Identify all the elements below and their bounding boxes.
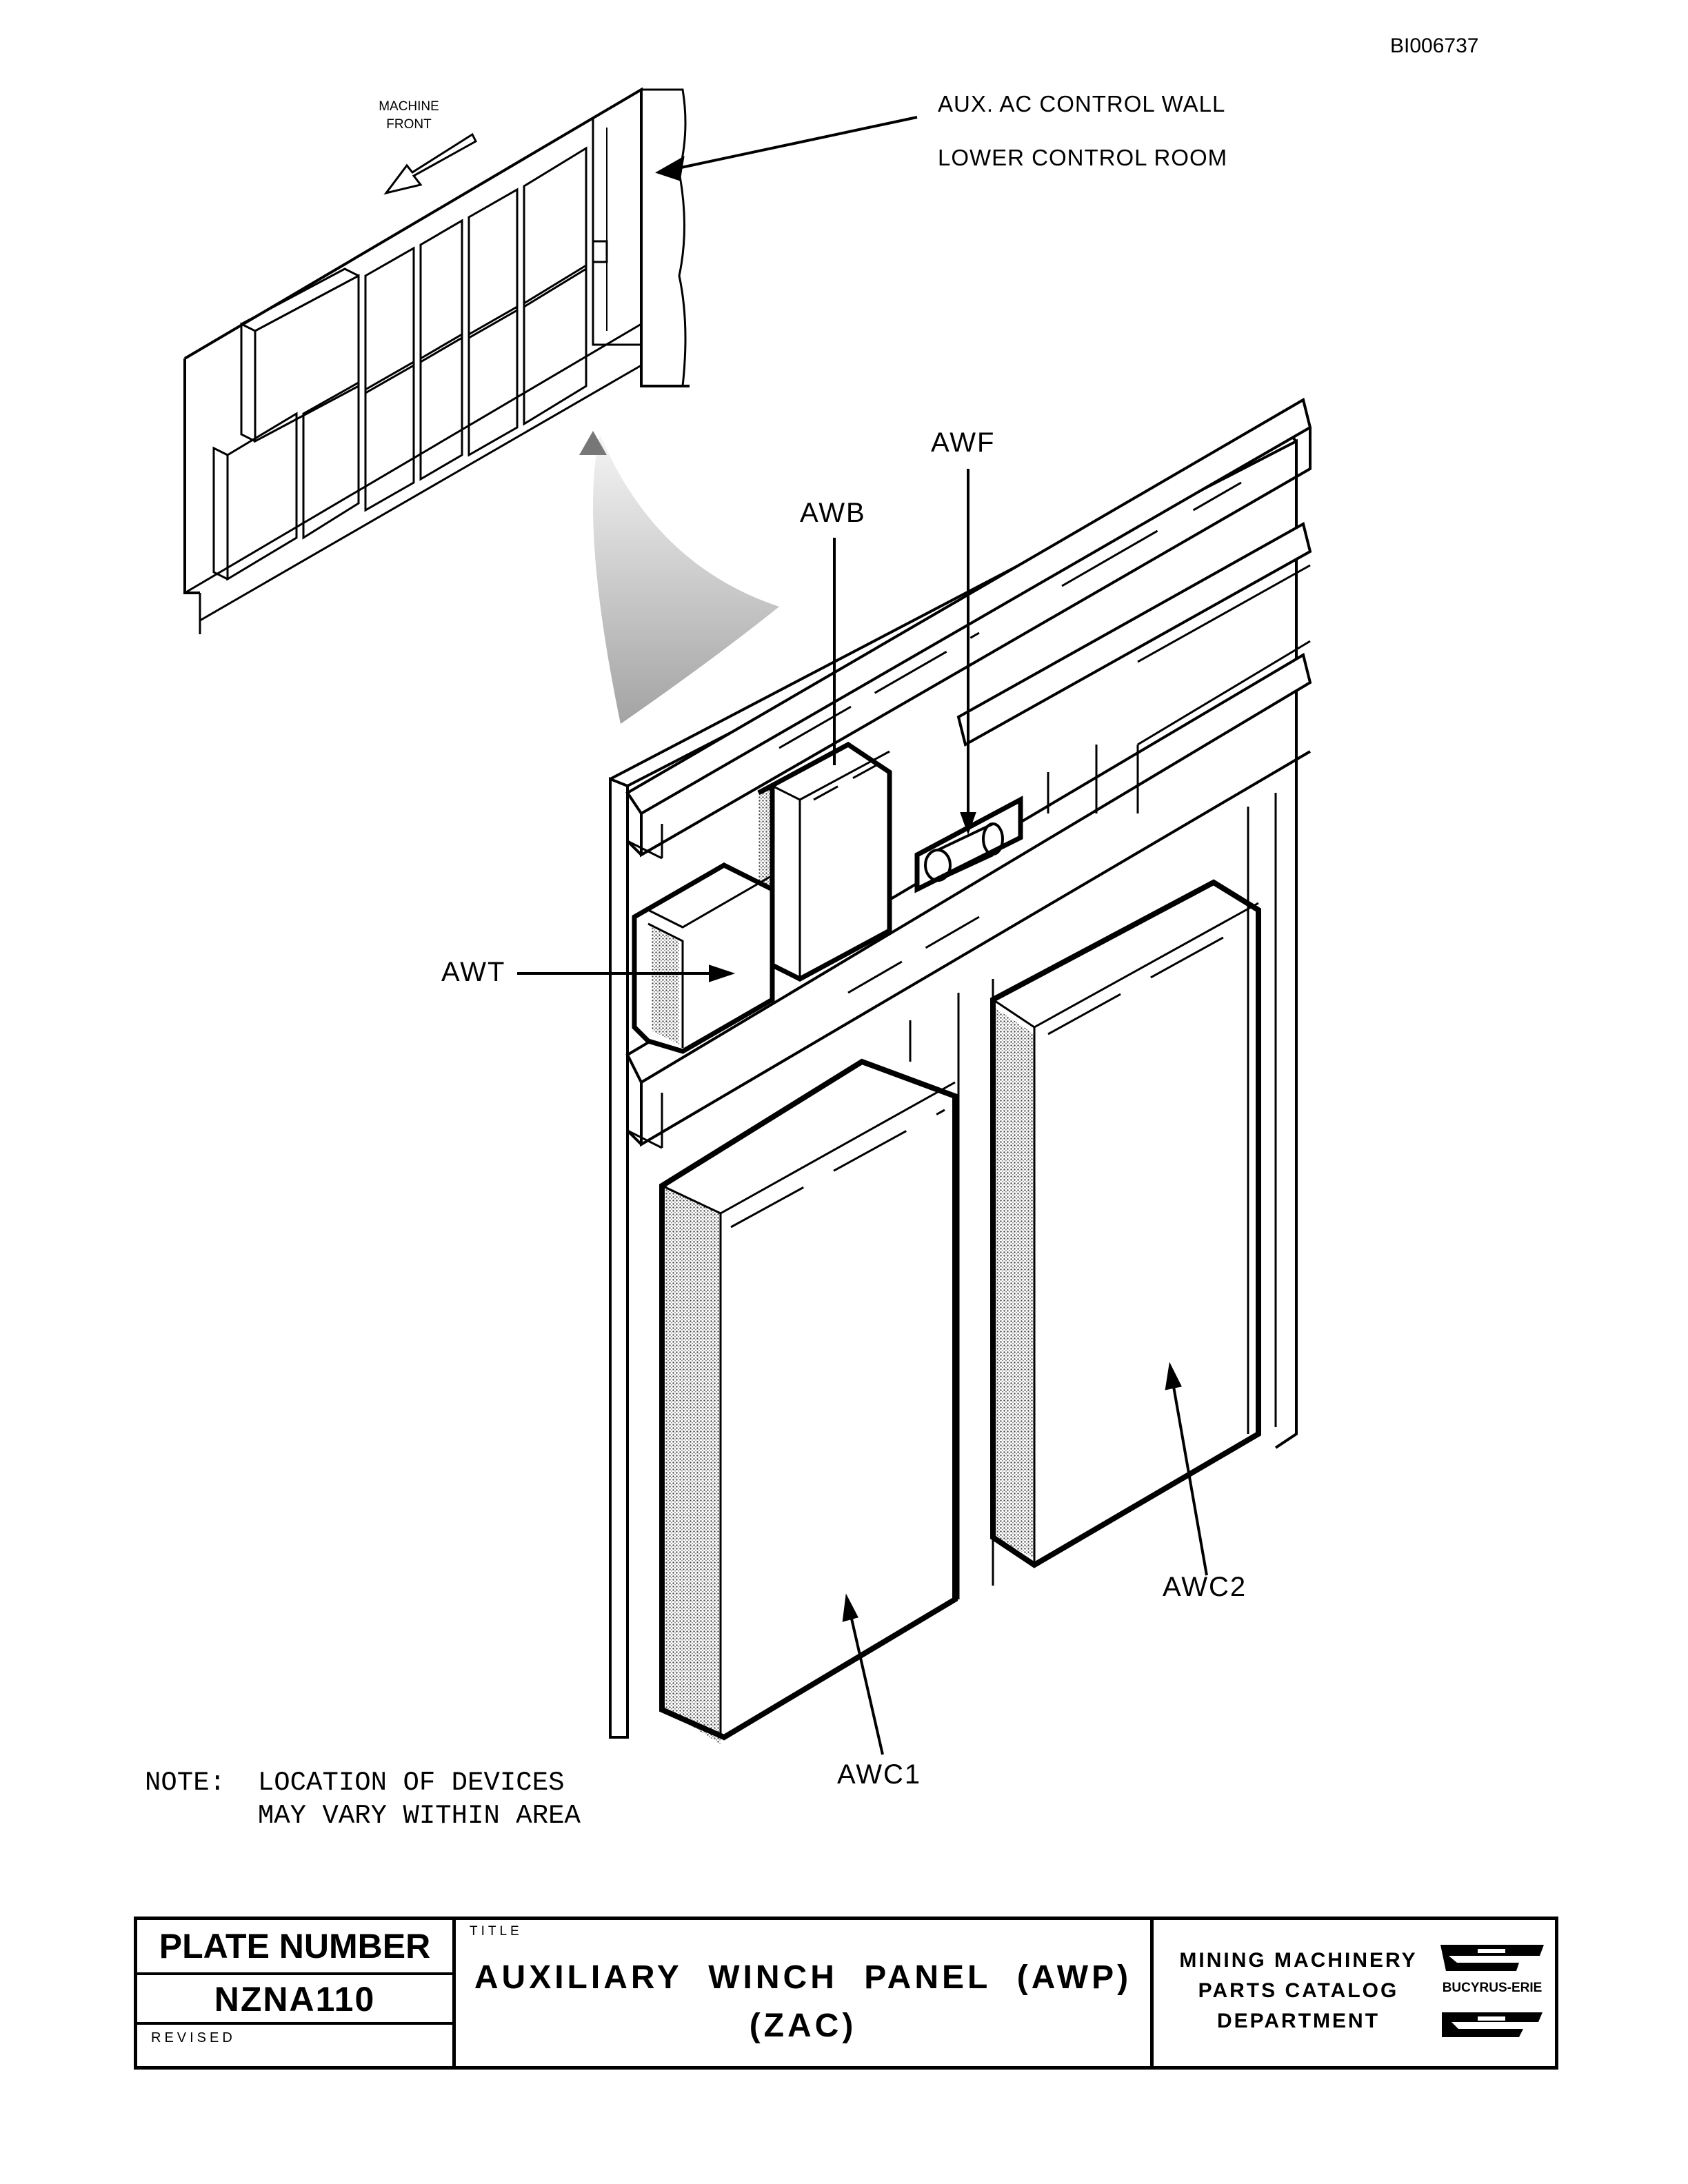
location-callout-line2: LOWER CONTROL ROOM xyxy=(938,145,1228,170)
awb-device xyxy=(757,741,892,982)
awf-label: AWF xyxy=(931,427,996,458)
plate-number-cell: PLATE NUMBER NZNA110 REVISED xyxy=(137,1920,456,2066)
title-cell: TITLE AUXILIARY WINCH PANEL (AWP) (ZAC) xyxy=(456,1920,1154,2066)
awt-label: AWT xyxy=(441,957,506,987)
awc2-label: AWC2 xyxy=(1163,1572,1247,1602)
machine-front-label: MACHINE FRONT xyxy=(364,98,454,134)
drawing-title-line1: AUXILIARY WINCH PANEL (AWP) xyxy=(474,1959,1132,1996)
awc1-label: AWC1 xyxy=(837,1759,922,1790)
note-line2: MAY VARY WITHIN AREA xyxy=(145,1801,581,1831)
dept-line1: MINING MACHINERY xyxy=(1179,1949,1418,1972)
department-cell: MINING MACHINERY PARTS CATALOG DEPARTMEN… xyxy=(1154,1920,1555,2066)
beam-arrowhead xyxy=(579,431,607,455)
awf-device xyxy=(914,796,1023,893)
machine-front-line2: FRONT xyxy=(386,117,432,132)
dept-line3: DEPARTMENT xyxy=(1216,2010,1380,2032)
awc1-device xyxy=(659,1058,958,1744)
awc2-device xyxy=(990,879,1261,1568)
dept-line2: PARTS CATALOG xyxy=(1198,1979,1399,2002)
control-wall-inset xyxy=(183,87,918,634)
logo-mark-icon xyxy=(1440,1945,1544,2037)
view-direction-beam xyxy=(593,434,779,724)
plate-number-header: PLATE NUMBER xyxy=(137,1920,452,1975)
document-id: BI006737 xyxy=(1390,34,1479,57)
drawing-title-line2: (ZAC) xyxy=(749,2008,857,2044)
bucyrus-erie-logo: BUCYRUS-ERIE xyxy=(1436,1935,1548,2052)
note-line1: NOTE: LOCATION OF DEVICES xyxy=(145,1768,565,1798)
leader-lines xyxy=(517,469,1208,1755)
plate-number-value: NZNA110 xyxy=(137,1975,452,2025)
title-label: TITLE xyxy=(470,1924,523,1939)
logo-text: BUCYRUS-ERIE xyxy=(1442,1981,1543,1995)
location-callout-line1: AUX. AC CONTROL WALL xyxy=(938,91,1226,117)
awt-device xyxy=(632,862,775,1054)
title-block: PLATE NUMBER NZNA110 REVISED TITLE AUXIL… xyxy=(134,1917,1558,2070)
machine-front-line1: MACHINE xyxy=(379,99,439,114)
location-note: NOTE: LOCATION OF DEVICES MAY VARY WITHI… xyxy=(145,1766,581,1832)
revised-label: REVISED xyxy=(151,2030,236,2045)
awb-label: AWB xyxy=(800,498,866,528)
